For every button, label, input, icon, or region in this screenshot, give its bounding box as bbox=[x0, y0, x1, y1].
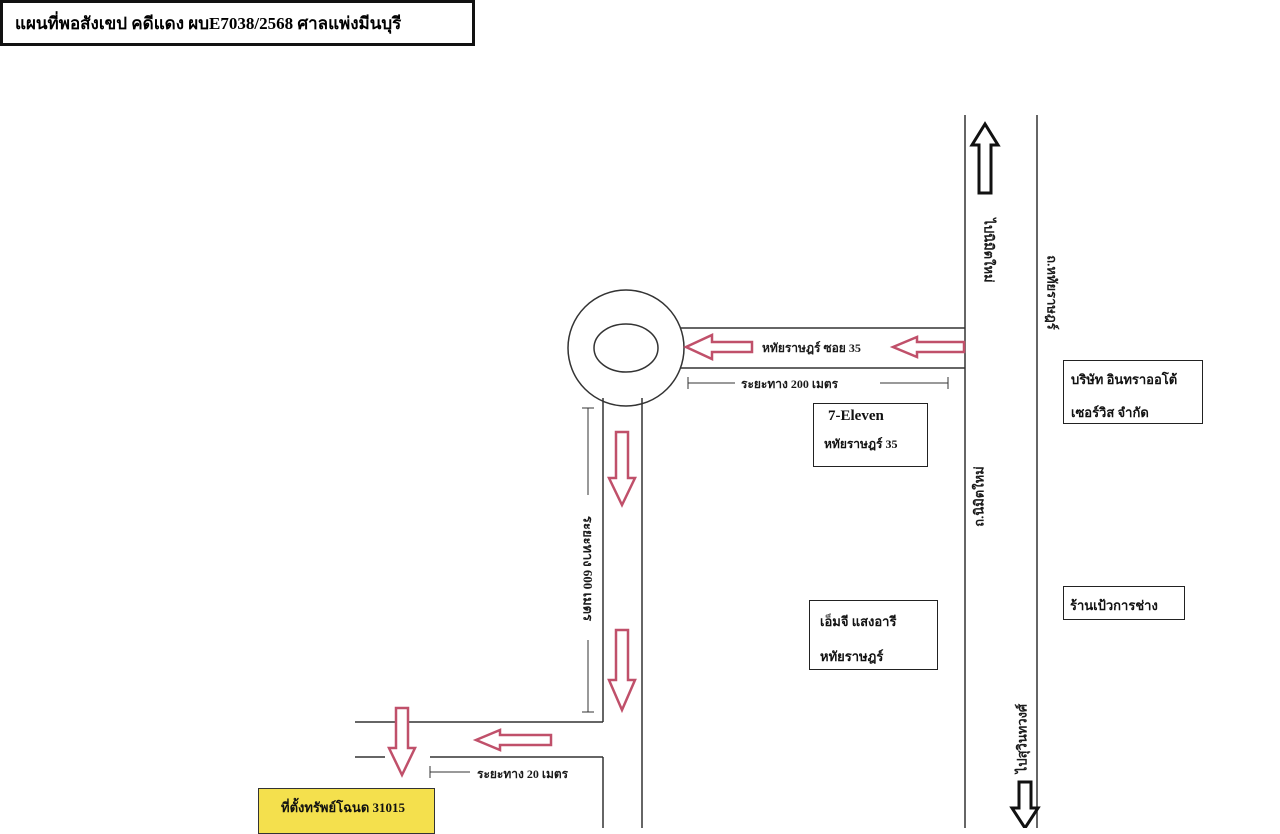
to-top-label: ไปนิมิตใหม่ bbox=[981, 218, 997, 283]
pink-arrow-left-3-icon bbox=[472, 728, 553, 752]
map-title: แผนที่พอสังเขป คดีแดง ผบE7038/2568 ศาลแพ… bbox=[0, 0, 475, 46]
pink-arrow-down-1-icon bbox=[607, 430, 637, 508]
distance-200-marker bbox=[687, 377, 949, 389]
property-label: ที่ตั้งทรัพย์โฉนด 31015 bbox=[281, 800, 406, 815]
distance-20-marker bbox=[429, 766, 470, 778]
seven-eleven-name: 7-Eleven bbox=[828, 408, 884, 424]
pink-arrow-down-2-icon bbox=[607, 628, 637, 714]
pink-arrow-left-2-icon bbox=[889, 335, 966, 359]
distance-600-label: ระยะทาง 600 เมตร bbox=[580, 515, 596, 622]
distance-600-marker bbox=[582, 407, 594, 713]
company-line1: บริษัท อินทราออโต้ bbox=[1071, 372, 1178, 387]
roundabout-outer bbox=[567, 289, 685, 407]
distance-20-label: ระยะทาง 20 เมตร bbox=[477, 767, 569, 781]
company-box: บริษัท อินทราออโต้ เซอร์วิส จำกัด bbox=[1063, 360, 1203, 424]
property-box: ที่ตั้งทรัพย์โฉนด 31015 bbox=[258, 788, 435, 834]
arrow-down-icon bbox=[1009, 780, 1041, 828]
seven-eleven-sub: หทัยราษฎร์ 35 bbox=[824, 437, 898, 451]
arrow-up-icon bbox=[969, 121, 1001, 195]
mg-box: เอ็มจี แสงอารี หทัยราษฎร์ bbox=[809, 600, 938, 670]
pink-arrow-left-1-icon bbox=[683, 333, 754, 361]
distance-200-label: ระยะทาง 200 เมตร bbox=[741, 377, 839, 391]
repair-shop-box: ร้านเป้วการช่าง bbox=[1063, 586, 1185, 620]
repair-shop-label: ร้านเป้วการช่าง bbox=[1070, 598, 1158, 613]
mg-line2: หทัยราษฎร์ bbox=[820, 649, 884, 664]
main-road-right-label: ถ.หทัยราษฎร์ bbox=[1044, 255, 1060, 330]
roundabout-inner bbox=[593, 323, 659, 373]
mg-line1: เอ็มจี แสงอารี bbox=[820, 614, 897, 629]
company-line2: เซอร์วิส จำกัด bbox=[1071, 405, 1149, 420]
seven-eleven-box: 7-Eleven หทัยราษฎร์ 35 bbox=[813, 403, 928, 467]
main-road-left-label: ถ.นิมิตใหม่ bbox=[971, 466, 987, 527]
soi-label: หทัยราษฎร์ ซอย 35 bbox=[762, 341, 861, 355]
to-bottom-label: ไปสุวินทวงศ์ bbox=[1014, 703, 1030, 774]
pink-arrow-down-3-icon bbox=[387, 706, 417, 778]
